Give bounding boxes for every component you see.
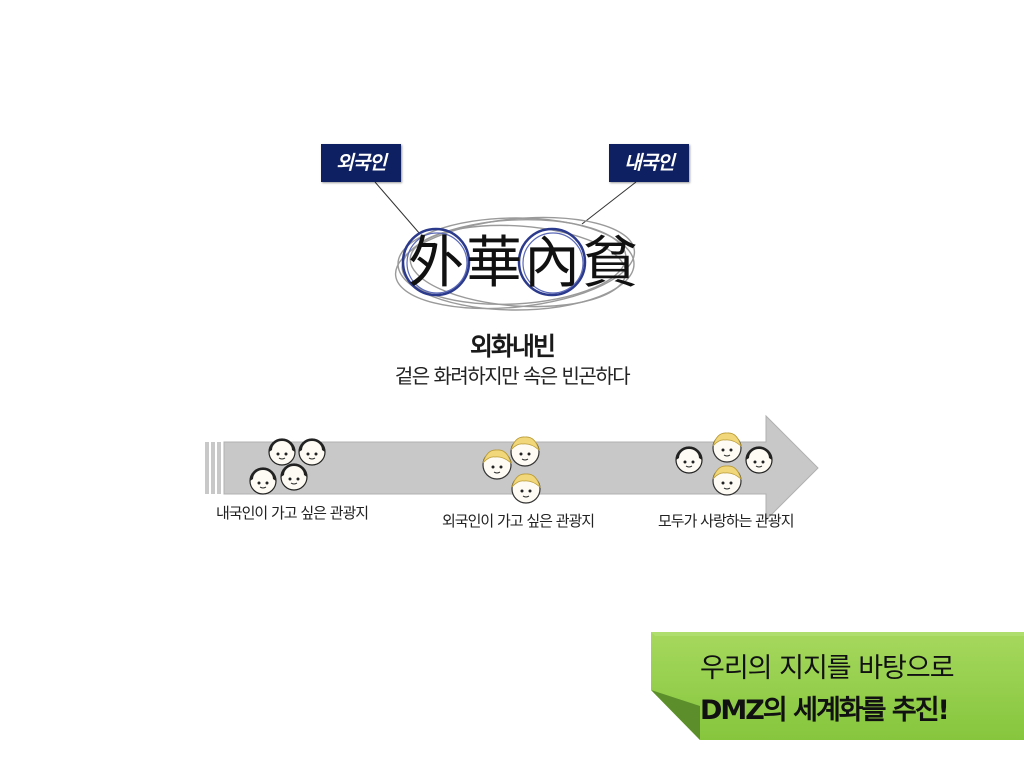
stage-label-domestic: 내국인이 가고 싶은 관광지	[216, 504, 369, 522]
faces-group-domestic	[249, 438, 326, 495]
banner-shape	[651, 632, 1024, 740]
stage-label-everyone: 모두가 사랑하는 관광지	[658, 512, 795, 530]
connector-line-left	[374, 181, 421, 235]
tag-foreigners: 외국인	[321, 144, 401, 182]
highlight-circle-right	[517, 227, 587, 297]
faces-group-foreign	[482, 436, 541, 504]
hanja-char-4: 貧	[582, 231, 638, 296]
idiom-title: 외화내빈	[469, 332, 556, 361]
stage-label-foreign: 외국인이 가고 싶은 관광지	[442, 512, 595, 530]
banner-line-1: 우리의 지지를 바탕으로	[700, 653, 955, 684]
faces-group-everyone	[675, 432, 773, 496]
highlight-circle-left	[401, 227, 471, 297]
hanja-char-3: 內	[524, 231, 580, 296]
sketch-ellipse	[394, 216, 636, 311]
banner-line-2: DMZ의 세계화를 추진!	[700, 695, 950, 726]
hanja-char-2: 華	[466, 231, 522, 296]
connector-line-right	[581, 181, 637, 225]
progress-arrow	[205, 414, 819, 522]
hanja-char-1: 外	[408, 231, 464, 296]
idiom-meaning: 겉은 화려하지만 속은 빈곤하다	[394, 364, 631, 388]
tag-domestic: 내국인	[609, 144, 689, 182]
